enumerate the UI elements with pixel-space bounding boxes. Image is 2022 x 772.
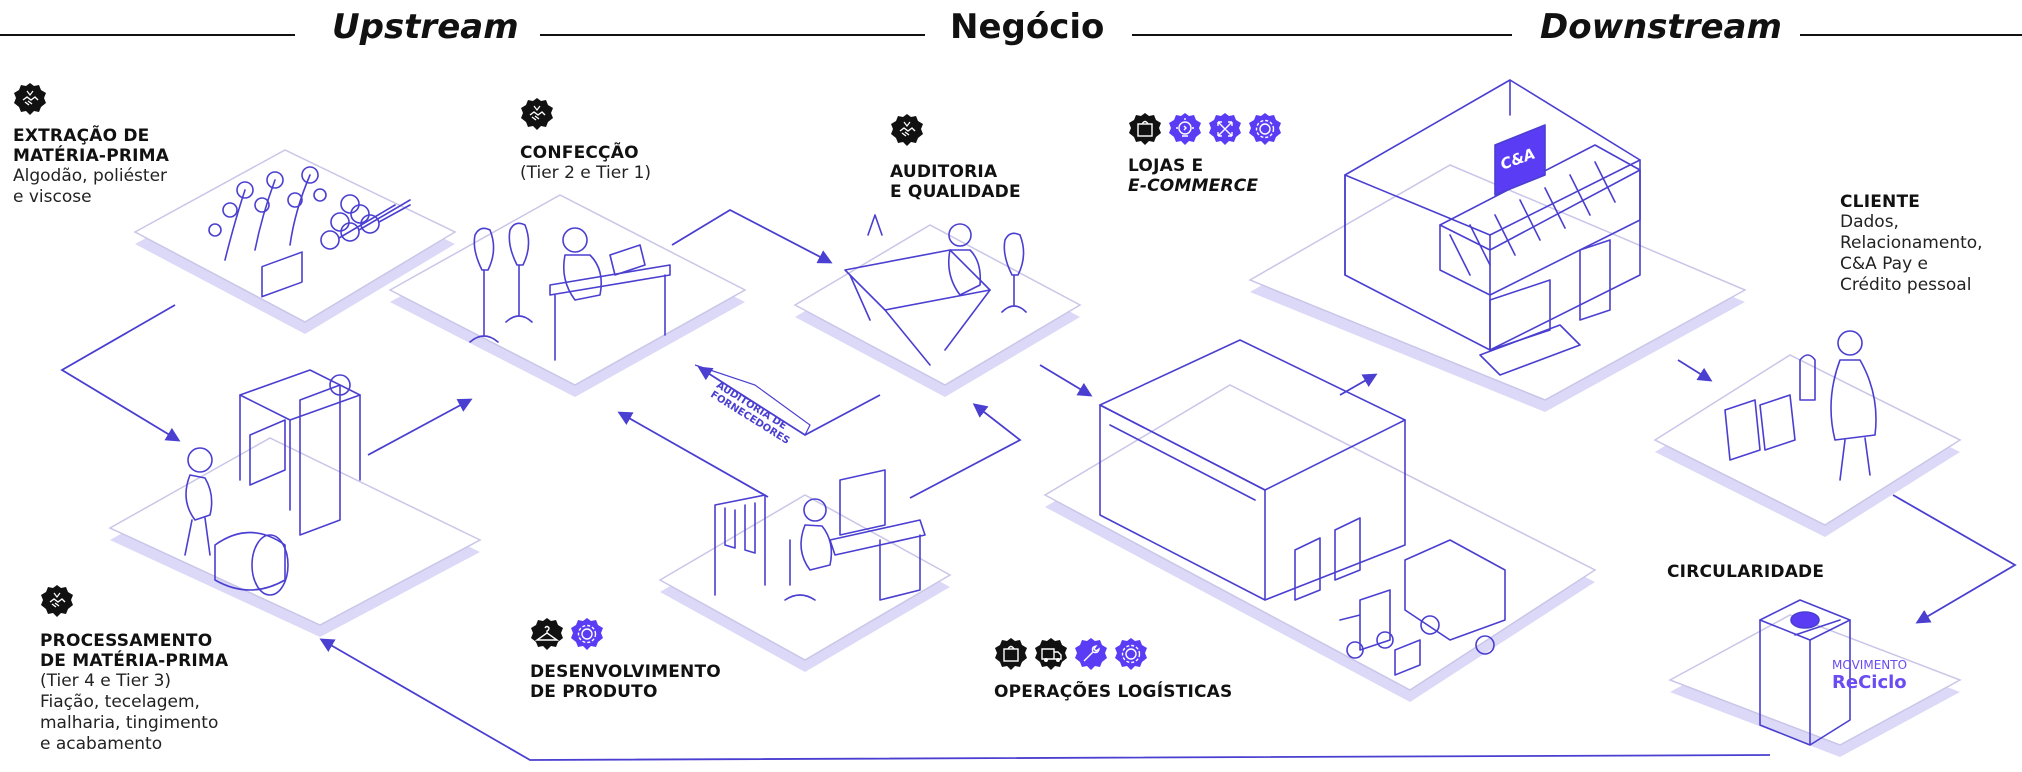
icons-auditoria xyxy=(890,113,924,147)
header-line-2 xyxy=(540,34,925,36)
truck-icon xyxy=(1034,637,1068,671)
bin-brand-line2: ReCiclo xyxy=(1832,672,1907,693)
hanger-icon xyxy=(530,617,564,651)
icons-desenvolvimento xyxy=(530,617,604,651)
desenvolvimento-title-2: DE PRODUTO xyxy=(530,682,658,702)
lojas-title-2: E-COMMERCE xyxy=(1128,176,1259,196)
processamento-title-2: DE MATÉRIA-PRIMA xyxy=(40,651,229,671)
gear-icon xyxy=(1248,112,1282,146)
illustration-warehouse xyxy=(1099,339,1506,676)
label-auditoria: AUDITORIA E QUALIDADE xyxy=(890,162,1021,202)
label-processamento: PROCESSAMENTO DE MATÉRIA-PRIMA (Tier 4 e… xyxy=(40,631,228,755)
header-line-4 xyxy=(1800,34,2022,36)
processamento-desc-4: e acabamento xyxy=(40,734,163,754)
platform-processamento xyxy=(108,437,482,637)
handshake-icon xyxy=(40,584,74,618)
icons-operacoes xyxy=(994,637,1148,671)
handshake-icon xyxy=(13,82,47,116)
illustration-machinery xyxy=(184,369,361,596)
platform-extracao xyxy=(133,149,457,334)
desenvolvimento-title-1: DESENVOLVIMENTO xyxy=(530,662,721,682)
confeccao-title: CONFECÇÃO xyxy=(520,143,639,163)
cliente-title: CLIENTE xyxy=(1840,192,1921,212)
header-negocio: Negócio xyxy=(950,7,1105,47)
icons-confeccao xyxy=(520,97,554,131)
label-circularidade: CIRCULARIDADE xyxy=(1667,562,1824,582)
auditoria-fornecedores-tag xyxy=(694,364,811,436)
arrow-desenvolvimento-to-confeccao xyxy=(617,411,769,498)
platform-desenvolvimento xyxy=(658,494,952,672)
icons-processamento xyxy=(40,584,74,618)
illustration-store xyxy=(1344,79,1641,376)
lojas-title-1: LOJAS E xyxy=(1128,156,1204,176)
icons-extracao xyxy=(13,82,47,116)
handshake-icon xyxy=(890,113,924,147)
illustration-confeccao xyxy=(469,222,671,361)
operacoes-title: OPERAÇÕES LOGÍSTICAS xyxy=(994,682,1233,702)
extracao-desc-2: e viscose xyxy=(13,187,92,207)
arrow-confeccao-to-auditoria xyxy=(671,208,833,264)
extracao-desc-1: Algodão, poliéster xyxy=(13,166,168,186)
arrow-auditoria-to-operacoes xyxy=(1039,364,1093,397)
header-upstream: Upstream xyxy=(332,7,519,47)
header-line-3 xyxy=(1132,34,1512,36)
header-downstream: Downstream xyxy=(1540,7,1782,47)
illustration-recycle-bin xyxy=(1759,599,1851,746)
label-extracao: EXTRAÇÃO DE MATÉRIA-PRIMA Algodão, polié… xyxy=(13,126,169,208)
arrow-lojas-to-cliente xyxy=(1677,359,1713,382)
arrow-desenvolvimento-to-auditoria xyxy=(909,403,1022,499)
illustration-desenvolvimento xyxy=(714,469,926,601)
cliente-desc-4: Crédito pessoal xyxy=(1840,275,1972,295)
processamento-desc-2: Fiação, tecelagem, xyxy=(40,692,200,712)
extracao-title-2: MATÉRIA-PRIMA xyxy=(13,146,170,166)
processamento-title-1: PROCESSAMENTO xyxy=(40,631,213,651)
platform-confeccao xyxy=(388,194,747,397)
cliente-desc-1: Dados, xyxy=(1840,212,1899,232)
handshake-icon xyxy=(520,97,554,131)
cliente-desc-3: C&A Pay e xyxy=(1840,254,1928,274)
arrow-operacoes-to-lojas xyxy=(1339,373,1378,396)
logs xyxy=(320,194,411,250)
icons-lojas xyxy=(1128,112,1282,146)
label-operacoes: OPERAÇÕES LOGÍSTICAS xyxy=(994,682,1232,702)
illustration-cliente xyxy=(1724,330,1877,481)
label-cliente: CLIENTE Dados, Relacionamento, C&A Pay e… xyxy=(1840,192,1983,296)
auditoria-title-2: E QUALIDADE xyxy=(890,182,1021,202)
wrench-icon xyxy=(1074,637,1108,671)
processamento-desc-3: malharia, tingimento xyxy=(40,713,219,733)
store-icon xyxy=(1128,112,1162,146)
extracao-title-1: EXTRAÇÃO DE xyxy=(13,126,150,146)
platform-lojas xyxy=(1248,164,1747,412)
label-lojas: LOJAS E E-COMMERCE xyxy=(1128,156,1258,196)
bin-brand-line1: MOVIMENTO xyxy=(1832,658,1908,672)
header-line-1 xyxy=(0,34,295,36)
arrow-extracao-to-processamento xyxy=(60,304,181,442)
confeccao-desc: (Tier 2 e Tier 1) xyxy=(520,163,652,183)
circularidade-title: CIRCULARIDADE xyxy=(1667,562,1825,582)
platform-circularidade xyxy=(1668,614,1962,757)
lightbulb-icon xyxy=(1168,112,1202,146)
platform-cliente xyxy=(1653,354,1962,537)
arrow-cliente-to-circularidade xyxy=(1892,494,2017,624)
label-confeccao: CONFECÇÃO (Tier 2 e Tier 1) xyxy=(520,143,651,184)
cliente-desc-2: Relacionamento, xyxy=(1840,233,1983,253)
arrow-processamento-to-confeccao xyxy=(367,398,473,456)
store-icon xyxy=(994,637,1028,671)
illustration-cotton-logs xyxy=(208,166,411,298)
processamento-desc-1: (Tier 4 e Tier 3) xyxy=(40,671,172,691)
expand-icon xyxy=(1208,112,1242,146)
arrow-circularidade-to-processamento xyxy=(319,638,1771,761)
auditoria-title-1: AUDITORIA xyxy=(890,162,998,182)
platform-auditoria xyxy=(793,224,1082,397)
label-desenvolvimento: DESENVOLVIMENTO DE PRODUTO xyxy=(530,662,721,702)
gear-icon xyxy=(570,617,604,651)
gear-icon xyxy=(1114,637,1148,671)
illustration-auditoria xyxy=(844,214,1027,366)
